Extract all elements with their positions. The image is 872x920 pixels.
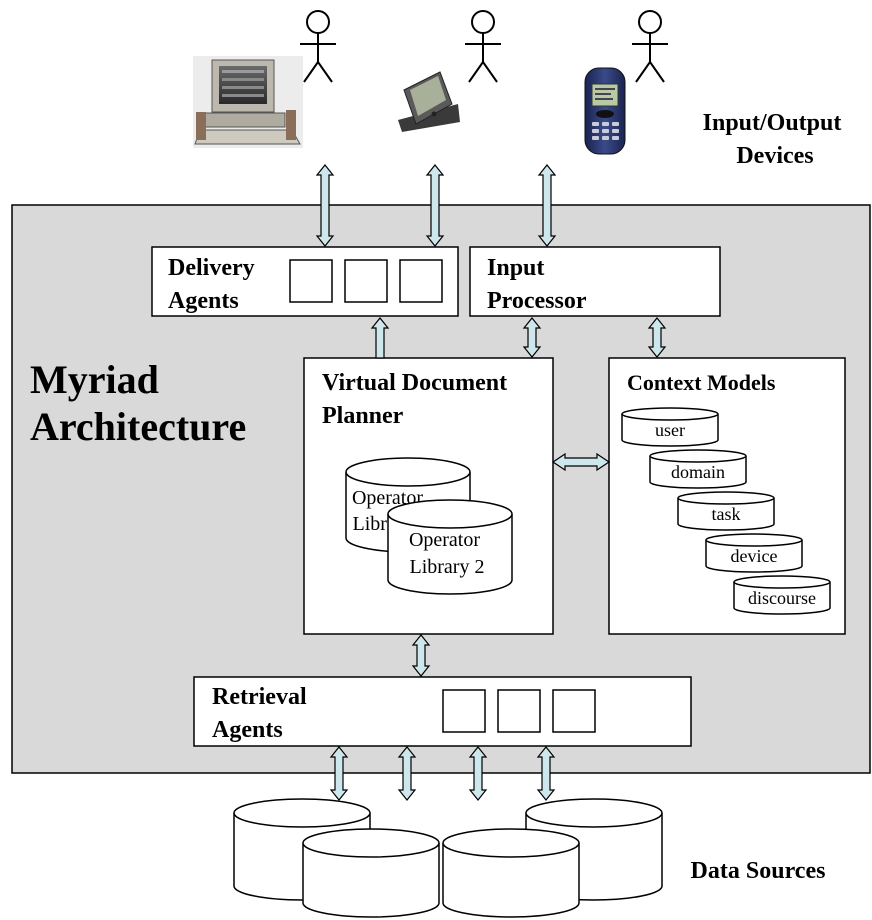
retrieval-agents-box: Retrieval Agents (193, 676, 692, 747)
retrieval-agent-slot (552, 689, 596, 733)
arrow-retrieval-source-4 (536, 746, 556, 801)
context-model-user: user (621, 407, 719, 447)
arrow-phone-input (537, 164, 557, 247)
data-source-cylinder (442, 828, 580, 918)
delivery-agent-slot (399, 259, 443, 303)
context-models-box: Context Models user domain task device disco… (608, 357, 846, 635)
svg-text:Virtual Document Planner: Virtual Document Planner (322, 370, 513, 429)
context-model-label: user (655, 420, 685, 440)
context-model-domain: domain (649, 449, 747, 489)
arrow-planner-context (551, 452, 611, 472)
svg-text:Retrieval Agents: Retrieval Agents (212, 684, 313, 743)
planner-label-line1: Virtual Document (322, 370, 507, 396)
io-devices-label: Input/Output Devices (703, 110, 848, 169)
context-model-discourse: discourse (733, 575, 831, 615)
arrow-retrieval-source-2 (397, 746, 417, 801)
user-figure-2 (465, 10, 501, 83)
arrow-input-context (647, 317, 667, 358)
delivery-agents-label-line1: Delivery (168, 255, 255, 281)
arrow-pda-delivery (425, 164, 445, 247)
context-model-task: task (677, 491, 775, 531)
svg-text:Operator Library 2: Operator Library 2 (409, 529, 485, 578)
planner-label-line2: Planner (322, 403, 404, 429)
retrieval-agents-label-line1: Retrieval (212, 684, 307, 710)
user-figure-3 (632, 10, 668, 83)
retrieval-agent-slot (442, 689, 486, 733)
context-model-label: domain (671, 462, 725, 482)
data-source-cylinder (302, 828, 440, 918)
arrow-input-planner (522, 317, 542, 358)
operator-library-2-cylinder: Operator Library 2 (387, 499, 513, 595)
svg-text:Delivery Agents: Delivery Agents (168, 255, 261, 314)
delivery-agent-slot (289, 259, 333, 303)
diagram-title: Myriad Architecture (30, 357, 246, 449)
context-models-title: Context Models (627, 370, 776, 395)
user-figure-1 (300, 10, 336, 83)
delivery-agents-box: Delivery Agents (151, 246, 459, 317)
input-processor-label-line2: Processor (487, 288, 587, 314)
pda-icon (398, 71, 460, 132)
data-sources-label: Data Sources (691, 858, 826, 884)
context-model-label: device (731, 546, 778, 566)
context-model-label: task (712, 504, 741, 524)
context-model-device: device (705, 533, 803, 573)
desktop-computer-icon (193, 56, 303, 148)
retrieval-agent-slot (497, 689, 541, 733)
delivery-agents-label-line2: Agents (168, 288, 239, 314)
arrow-retrieval-source-3 (468, 746, 488, 801)
svg-text:Input Processor: Input Processor (487, 255, 587, 314)
virtual-document-planner-box: Virtual Document Planner Operator Librar… (303, 357, 554, 635)
input-processor-box: Input Processor (469, 246, 721, 317)
arrow-planner-delivery (370, 317, 390, 359)
delivery-agent-slot (344, 259, 388, 303)
retrieval-agents-label-line2: Agents (212, 717, 283, 743)
context-model-label: discourse (748, 588, 816, 608)
arrow-planner-retrieval (411, 634, 431, 677)
arrow-retrieval-source-1 (329, 746, 349, 801)
arrow-desktop-delivery (315, 164, 335, 247)
mobile-phone-icon (584, 67, 626, 155)
input-processor-label-line1: Input (487, 255, 544, 281)
